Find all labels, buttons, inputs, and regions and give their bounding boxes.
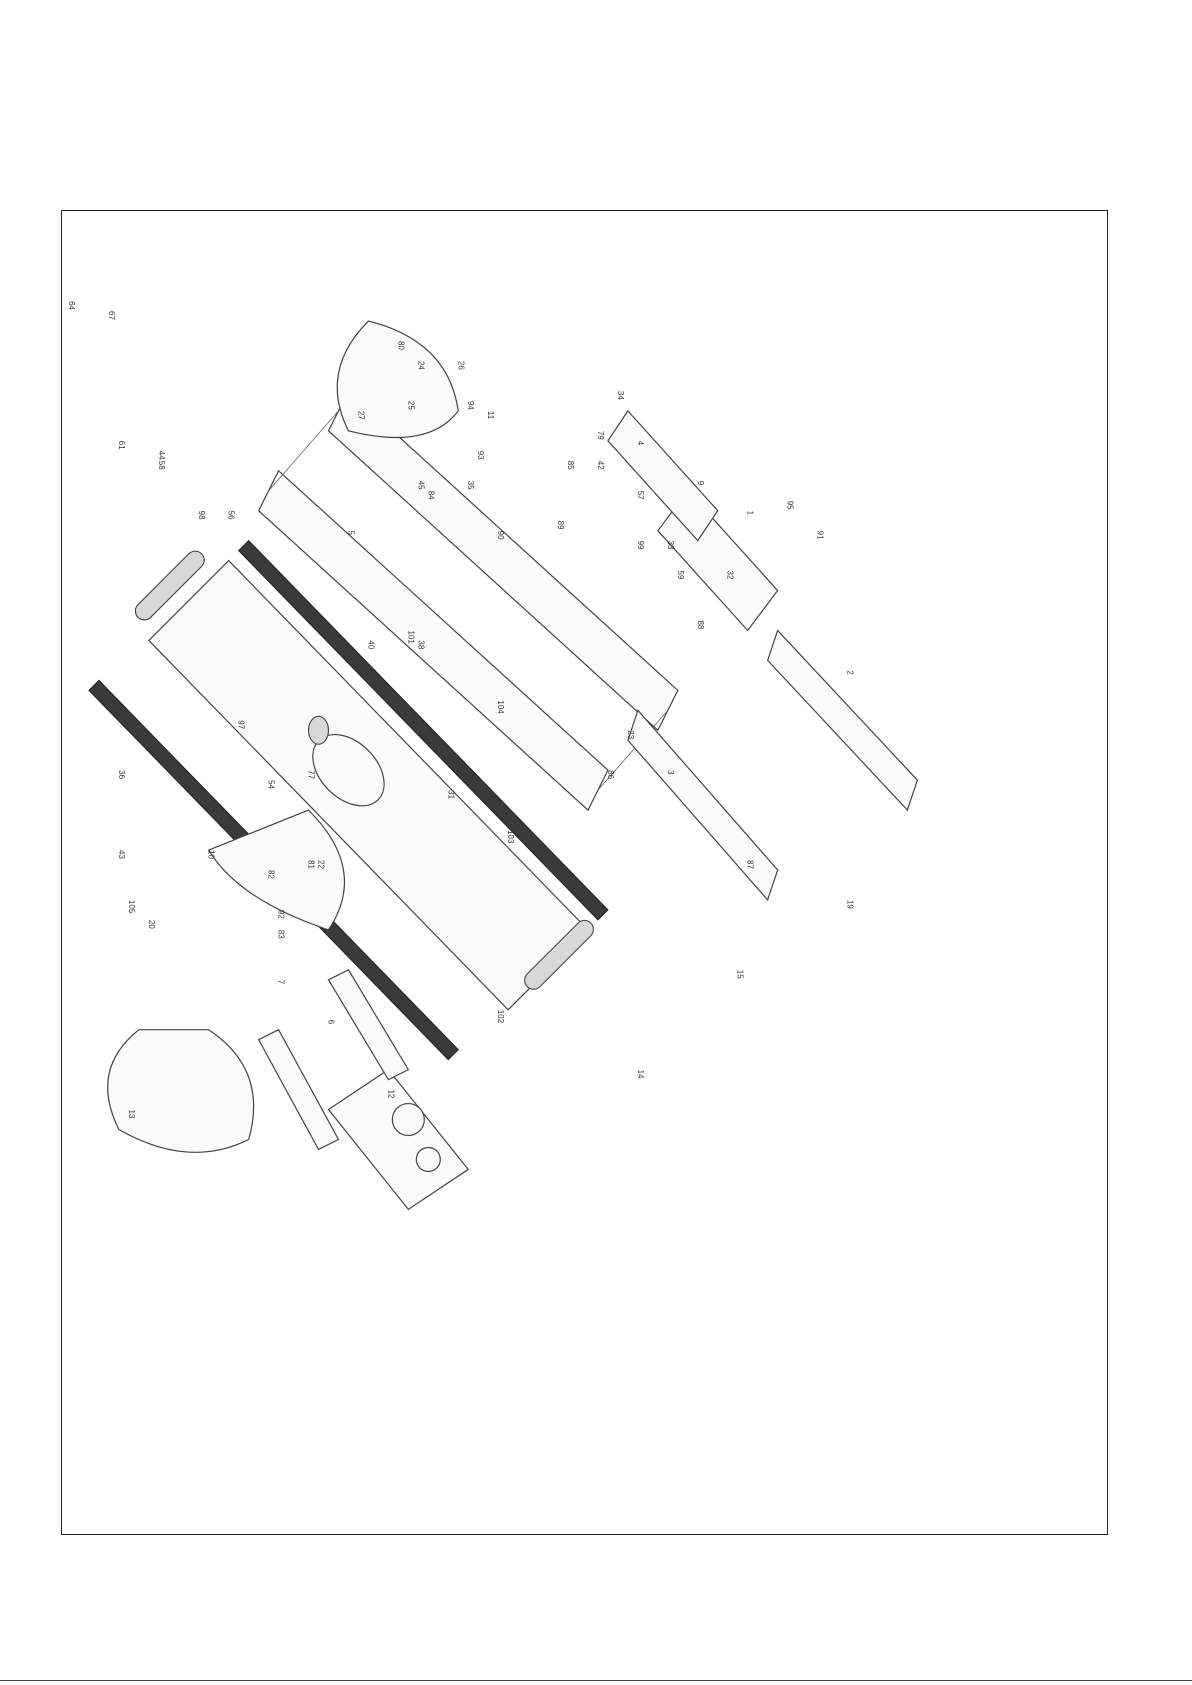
- callout-9: 9: [696, 481, 705, 486]
- callout-82: 82: [267, 870, 276, 879]
- callout-90: 90: [496, 531, 505, 540]
- callout-98: 98: [197, 511, 206, 520]
- callout-93: 93: [476, 451, 485, 460]
- callout-4: 4: [636, 441, 645, 446]
- callout-91: 91: [816, 531, 825, 540]
- callout-103: 103: [506, 830, 515, 844]
- callout-35: 35: [466, 481, 475, 490]
- callout-104: 104: [496, 700, 505, 714]
- callout-13: 13: [127, 1110, 136, 1119]
- callout-6: 6: [326, 1020, 335, 1025]
- exploded-parts-diagram: 1234567891011121314151617181920212223242…: [61, 210, 1108, 1535]
- upright-right: [257, 1028, 340, 1151]
- rear-roller: [134, 550, 205, 621]
- callout-32: 32: [726, 571, 735, 580]
- callout-89: 89: [556, 521, 565, 530]
- callout-86: 86: [606, 770, 615, 779]
- main-frame: [257, 389, 679, 812]
- callout-27: 27: [356, 411, 365, 420]
- callout-81: 81: [307, 860, 316, 869]
- callout-labels: 1234567891011121314151617181920212223242…: [67, 301, 855, 1119]
- callout-24: 24: [416, 361, 425, 370]
- handrail-left: [766, 629, 919, 812]
- callout-15: 15: [736, 970, 745, 979]
- callout-26: 26: [456, 361, 465, 370]
- callout-33: 33: [666, 541, 675, 550]
- front-roller: [524, 919, 594, 990]
- callout-14: 14: [636, 1070, 645, 1079]
- console-base: [107, 1029, 255, 1153]
- callout-42: 42: [596, 461, 605, 470]
- callout-101: 101: [406, 630, 415, 644]
- callout-11: 11: [486, 411, 495, 420]
- callout-1: 1: [746, 511, 755, 516]
- callout-23: 23: [626, 730, 635, 739]
- parts-drawing: 1234567891011121314151617181920212223242…: [67, 301, 919, 1211]
- callout-99: 99: [636, 541, 645, 550]
- callout-85: 85: [566, 461, 575, 470]
- page-bottom-rule: [0, 1680, 1192, 1681]
- callout-40: 40: [366, 640, 375, 649]
- callout-10: 10: [207, 850, 216, 859]
- callout-88: 88: [696, 620, 705, 629]
- callout-67: 67: [107, 311, 116, 320]
- callout-12: 12: [386, 1090, 395, 1099]
- callout-2: 2: [845, 670, 854, 675]
- upright-left: [327, 969, 410, 1081]
- callout-56: 56: [227, 511, 236, 520]
- callout-7: 7: [277, 980, 286, 985]
- side-rail-left: [237, 539, 609, 921]
- callout-54: 54: [267, 780, 276, 789]
- callout-58: 58: [157, 461, 166, 470]
- callout-19: 19: [845, 900, 854, 909]
- callout-84: 84: [426, 491, 435, 500]
- rear-end-cap: [336, 320, 459, 439]
- callout-25: 25: [406, 401, 415, 410]
- callout-61: 61: [117, 441, 126, 450]
- callout-105: 105: [127, 900, 136, 914]
- callout-5: 5: [346, 531, 355, 536]
- callout-45: 45: [416, 481, 425, 490]
- callout-3: 3: [666, 770, 675, 775]
- callout-92: 92: [277, 910, 286, 919]
- callout-77: 77: [307, 770, 316, 779]
- console-panel: [327, 1068, 470, 1211]
- callout-43: 43: [117, 850, 126, 859]
- callout-59: 59: [676, 571, 685, 580]
- callout-57: 57: [636, 491, 645, 500]
- handrail-right: [627, 709, 779, 902]
- callout-83: 83: [277, 930, 286, 939]
- callout-95: 95: [786, 501, 795, 510]
- callout-31: 31: [446, 790, 455, 799]
- callout-20: 20: [147, 920, 156, 929]
- callout-102: 102: [496, 1010, 505, 1024]
- callout-79: 79: [596, 431, 605, 440]
- callout-80: 80: [396, 341, 405, 350]
- motor-hood: [207, 809, 346, 931]
- base-frame: [607, 409, 779, 632]
- callout-44: 44: [157, 451, 166, 460]
- callout-94: 94: [466, 401, 475, 410]
- callout-22: 22: [317, 860, 326, 869]
- callout-97: 97: [237, 720, 246, 729]
- callout-38: 38: [416, 640, 425, 649]
- motor: [307, 715, 385, 807]
- callout-34: 34: [616, 391, 625, 400]
- callout-64: 64: [67, 301, 76, 310]
- callout-87: 87: [746, 860, 755, 869]
- callout-36: 36: [117, 770, 126, 779]
